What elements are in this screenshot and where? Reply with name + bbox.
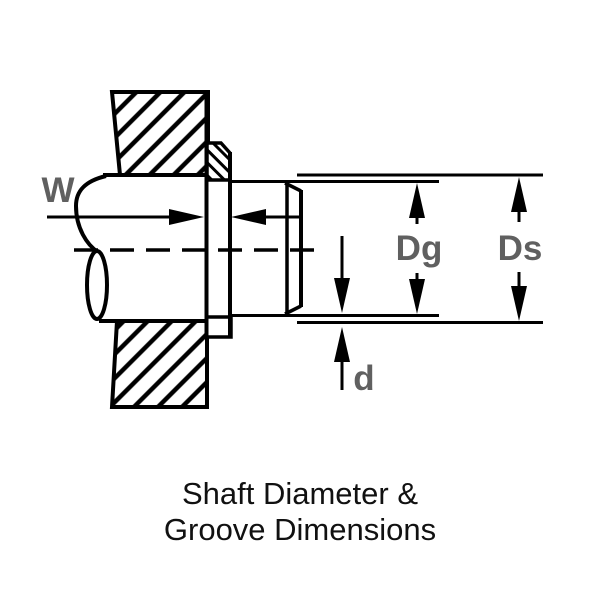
arrowhead-up [409,183,425,218]
arrowhead-up [511,177,527,212]
groove-diameter-lines [230,180,439,317]
arrowhead-down [334,278,350,313]
shaft-diameter-label: Ds [498,229,543,268]
arrowhead-up [334,327,350,362]
arrowhead-down [511,286,527,321]
groove-width-label: W [41,171,74,210]
caption-line-1: Shaft Diameter & [181,476,419,511]
dimension-groove-diameter: Dg [396,183,443,314]
dimension-groove-width: W [41,171,301,225]
caption: Shaft Diameter & Groove Dimensions [0,476,600,548]
shaft-break-ellipse [85,249,109,321]
housing-lower-section [109,319,209,409]
retaining-ring-upper-cross-section [205,141,232,182]
arrowhead-down [409,279,425,314]
dimension-groove-depth: d [334,236,375,398]
housing-upper-section [109,90,210,177]
retaining-ring-lower-cross-section [204,315,233,339]
groove-depth-label: d [353,359,374,398]
groove-edge-lines [204,92,232,337]
arrowhead-right [169,209,204,225]
shaft-break-curve [73,174,107,254]
arrowhead-left [231,209,266,225]
dimension-shaft-diameter: Ds [498,177,543,321]
shaft-diameter-lines [297,173,543,324]
groove-diameter-label: Dg [396,229,443,268]
caption-line-2: Groove Dimensions [163,512,437,547]
